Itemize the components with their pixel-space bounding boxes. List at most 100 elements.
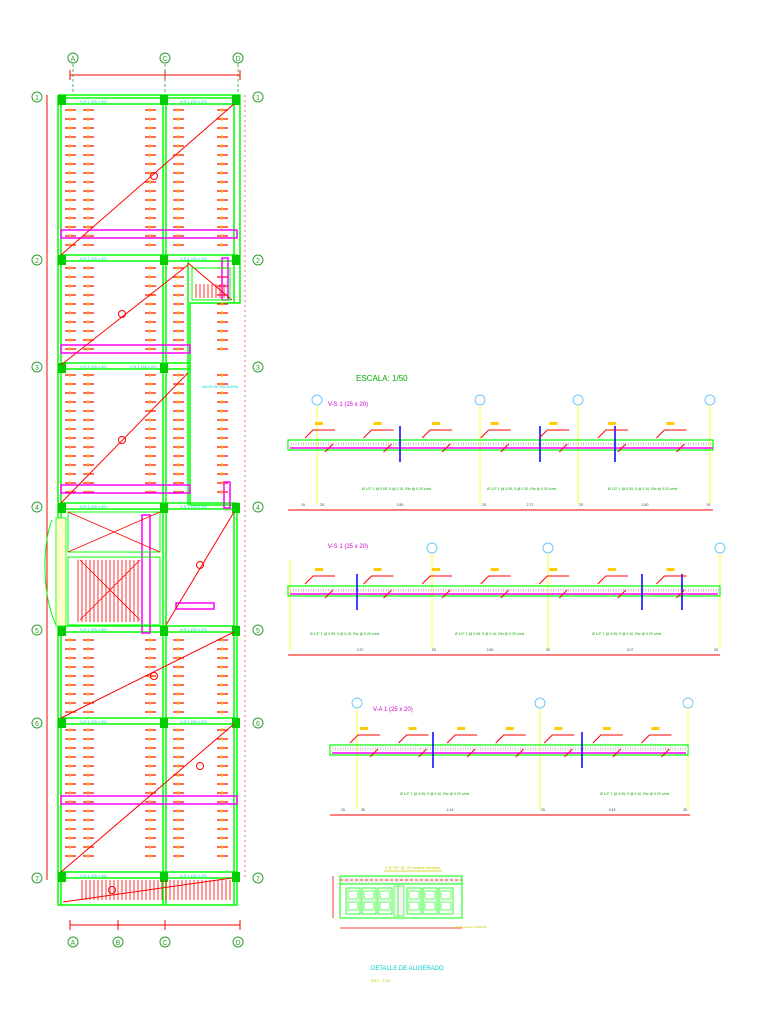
dimension-text: 15 <box>341 808 345 812</box>
beam-elevation-3: V-A 1 (25 x 20) Ø 1/2" 1 @ 0.05, 5 @ 0.1… <box>329 697 694 816</box>
top-rebar-hook <box>421 575 453 585</box>
plan-columns <box>58 95 240 882</box>
slab-detail: 1 Ø 3/8" @ .25 ambos sentidos Ladrillo h… <box>332 865 487 983</box>
axis-label: 4 <box>256 505 260 512</box>
top-rebar-hook <box>480 429 511 439</box>
top-rebar-hook <box>495 734 526 744</box>
beam-label: V-S 1 (25 x 20) <box>180 256 207 261</box>
elevation-columns <box>432 732 583 768</box>
beam-label: V-S 1 (25 x 20) <box>80 99 107 104</box>
beam-label: V-S 1 (25 x 20) <box>80 719 107 724</box>
axis-bubble-c-top: C <box>159 52 171 64</box>
joist-rib <box>397 885 405 917</box>
stirrup-note: Ø 1/2" 1 @ 0.05, 5 @ 0.10, Rto @ 0.20 c/… <box>362 487 431 491</box>
bottom-rebar-hook <box>617 443 627 453</box>
dimension-text: 25 <box>320 503 324 507</box>
bottom-rebar-hook <box>324 589 334 599</box>
dimension-text: 25 <box>579 503 583 507</box>
rebar-tag <box>549 568 558 571</box>
bottom-rebar-hook <box>617 589 627 599</box>
beam-label: V-S 1 (25 x 20) <box>180 719 207 724</box>
top-rebar-hook <box>304 575 335 585</box>
dimension-text: 3.45 <box>609 808 616 812</box>
brick-cell <box>408 901 420 911</box>
hollow-brick-blocks <box>345 885 454 917</box>
hollow-brick <box>406 887 422 915</box>
hollow-brick <box>422 887 438 915</box>
brick-cell <box>347 901 359 911</box>
bottom-rebar-hook <box>612 748 622 758</box>
top-rebar-hook <box>398 734 429 744</box>
bottom-rebar-hook <box>563 748 573 758</box>
bottom-rebar-hook <box>383 589 392 599</box>
axis-bubble-d-top: D <box>232 52 244 64</box>
axis-label: 7 <box>256 876 260 883</box>
elevation-dimension-texts: 3.37 25 2.80 25 3.07 25 <box>357 648 718 652</box>
axis-bubble-row-3: 3 3 <box>31 361 264 373</box>
row-axis-markers: 1 1 2 2 3 3 4 4 5 5 6 6 <box>31 91 264 884</box>
bottom-rebar-hook <box>558 589 568 599</box>
hollow-brick <box>361 887 377 915</box>
elevation-title: V-A 1 (25 x 20) <box>373 707 413 713</box>
stirrup-note: Ø 1/2" 1 @ 0.05, 5 @ 0.10, Rto @ 0.20 c/… <box>455 632 524 636</box>
scale-header: ESCALA: 1/50 <box>356 374 408 383</box>
brick-cell <box>363 890 375 900</box>
rebar-tag <box>432 568 441 571</box>
bottom-rebar-hook <box>515 748 525 758</box>
bottom-rebar-hook <box>466 748 476 758</box>
top-rebar-hook <box>641 734 672 744</box>
brick-cell <box>408 890 420 900</box>
top-axis-markers: A C D <box>67 52 244 95</box>
top-rebar-hook <box>304 429 335 439</box>
axis-bubble-row-4: 4 4 <box>31 501 264 513</box>
rebar-tag <box>315 568 323 571</box>
rebar-tag <box>666 422 675 425</box>
top-rebar-hook <box>363 575 394 585</box>
axis-label: A <box>71 56 76 63</box>
axis-bubble-row-7: 7 7 <box>31 872 264 884</box>
rebar-tag <box>602 727 611 730</box>
axis-label: 4 <box>35 505 39 512</box>
top-rebar-hook <box>656 575 687 585</box>
rebar-tag <box>607 422 616 425</box>
rebar-tag <box>360 727 368 730</box>
brick-cell <box>347 890 359 900</box>
stirrup-note: Ø 1/2" 1 @ 0.05, 5 @ 0.10, Rto @ 0.20 c/… <box>310 632 379 636</box>
beam-label: V-S 1 (25 x 20) <box>80 627 107 632</box>
bottom-axis-markers: A B C D <box>67 936 244 948</box>
axis-label: C <box>162 940 167 947</box>
elevation-title: V-S 1 (25 x 20) <box>328 402 368 408</box>
dimension-text: 25 <box>361 808 365 812</box>
elevation-rebar-hooks <box>304 568 687 599</box>
rebar-tag <box>432 422 441 425</box>
rebar-tag <box>666 568 675 571</box>
dimension-text: 2.80 <box>642 503 649 507</box>
top-rebar-hook <box>538 429 570 439</box>
axis-label: 3 <box>35 365 39 372</box>
dimension-text: 25 <box>482 503 486 507</box>
top-rebar-hook <box>656 429 687 439</box>
stirrup-note: Ø 1/2" 1 @ 0.05, 5 @ 0.10, Rto @ 0.20 c/… <box>400 792 469 796</box>
dimension-text: 25 <box>714 648 718 652</box>
axis-label: D <box>235 56 240 63</box>
hollow-brick <box>377 887 393 915</box>
bottom-rebar-hook <box>661 748 670 758</box>
elevation-columns <box>399 426 616 462</box>
brick-cell <box>379 901 391 911</box>
stirrup-note: Ø 1/2" 1 @ 0.05, 5 @ 0.10, Rto @ 0.20 c/… <box>487 487 556 491</box>
dimension-text: 25 <box>541 808 545 812</box>
elevation-rebar-hooks <box>349 727 672 758</box>
axis-bubble-row-6: 6 6 <box>31 717 264 729</box>
floor-plan: A C D 1 1 2 2 <box>31 52 264 948</box>
top-rebar-hook <box>538 575 570 585</box>
top-rebar-hook <box>480 575 511 585</box>
beam-label: V-S 1 (25 x 20) <box>180 99 207 104</box>
axis-label: 2 <box>256 258 260 265</box>
top-rebar-hook <box>592 734 623 744</box>
bottom-rebar-hook <box>369 748 379 758</box>
axis-bubble-row-2: 2 2 <box>31 254 264 266</box>
rebar-tag <box>490 568 499 571</box>
dimension-text: 25 <box>432 648 436 652</box>
axis-label: 5 <box>256 628 260 635</box>
